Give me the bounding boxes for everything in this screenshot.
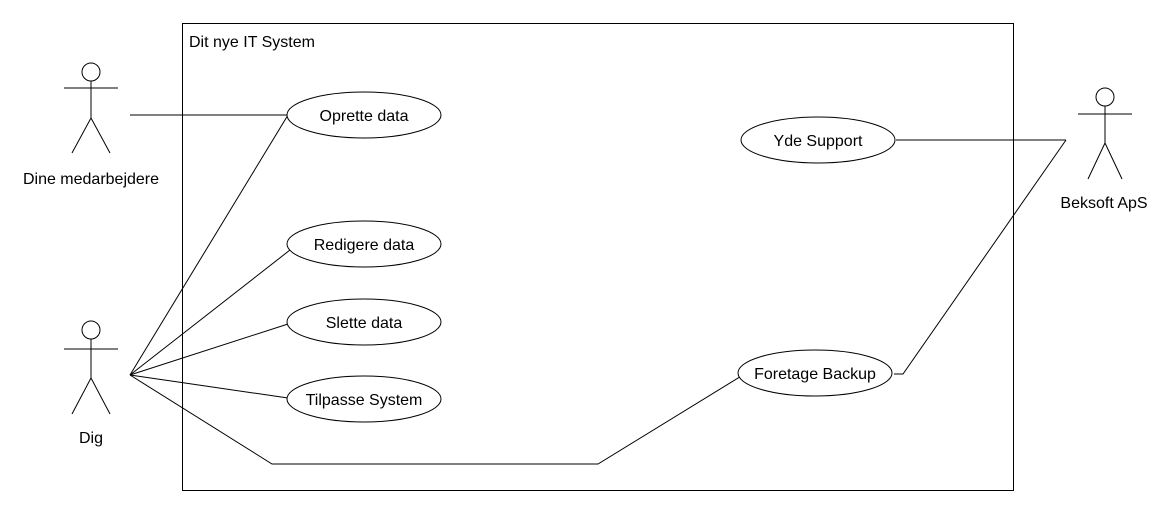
association-you-backup (129, 366, 757, 465)
use-case-edit: Redigere data (286, 220, 442, 268)
actor-employees-figure-icon (64, 62, 118, 154)
use-case-create: Oprette data (286, 91, 442, 139)
actor-vendor-label: Beksoft ApS (1060, 195, 1147, 212)
use-case-create-label: Oprette data (320, 108, 409, 125)
use-case-delete: Slette data (286, 298, 442, 346)
use-case-customize: Tilpasse System (286, 375, 442, 423)
use-case-delete-label: Slette data (326, 315, 403, 332)
system-title: Dit nye IT System (189, 34, 315, 51)
use-case-backup-label: Foretage Backup (754, 366, 876, 383)
actor-you-figure-icon (64, 320, 118, 415)
association-you-customize (129, 374, 289, 399)
association-vendor-backup (894, 139, 1067, 375)
use-case-customize-label: Tilpasse System (306, 392, 423, 409)
use-case-backup: Foretage Backup (737, 349, 893, 397)
associations (129, 114, 1067, 465)
use-case-support-label: Yde Support (774, 133, 864, 150)
use-case-edit-label: Redigere data (314, 237, 415, 254)
association-you-edit (129, 249, 291, 376)
actor-employees: Dine medarbejdere (23, 62, 159, 188)
actor-vendor-figure-icon (1078, 87, 1132, 180)
association-you-create (129, 114, 289, 376)
association-you-delete (129, 323, 289, 376)
actor-vendor: Beksoft ApS (1060, 87, 1148, 212)
actor-you: Dig (64, 320, 118, 447)
actor-you-label: Dig (79, 430, 103, 447)
use-case-support: Yde Support (740, 116, 896, 164)
actor-employees-label: Dine medarbejdere (23, 171, 159, 188)
system-boundary (182, 23, 1014, 491)
